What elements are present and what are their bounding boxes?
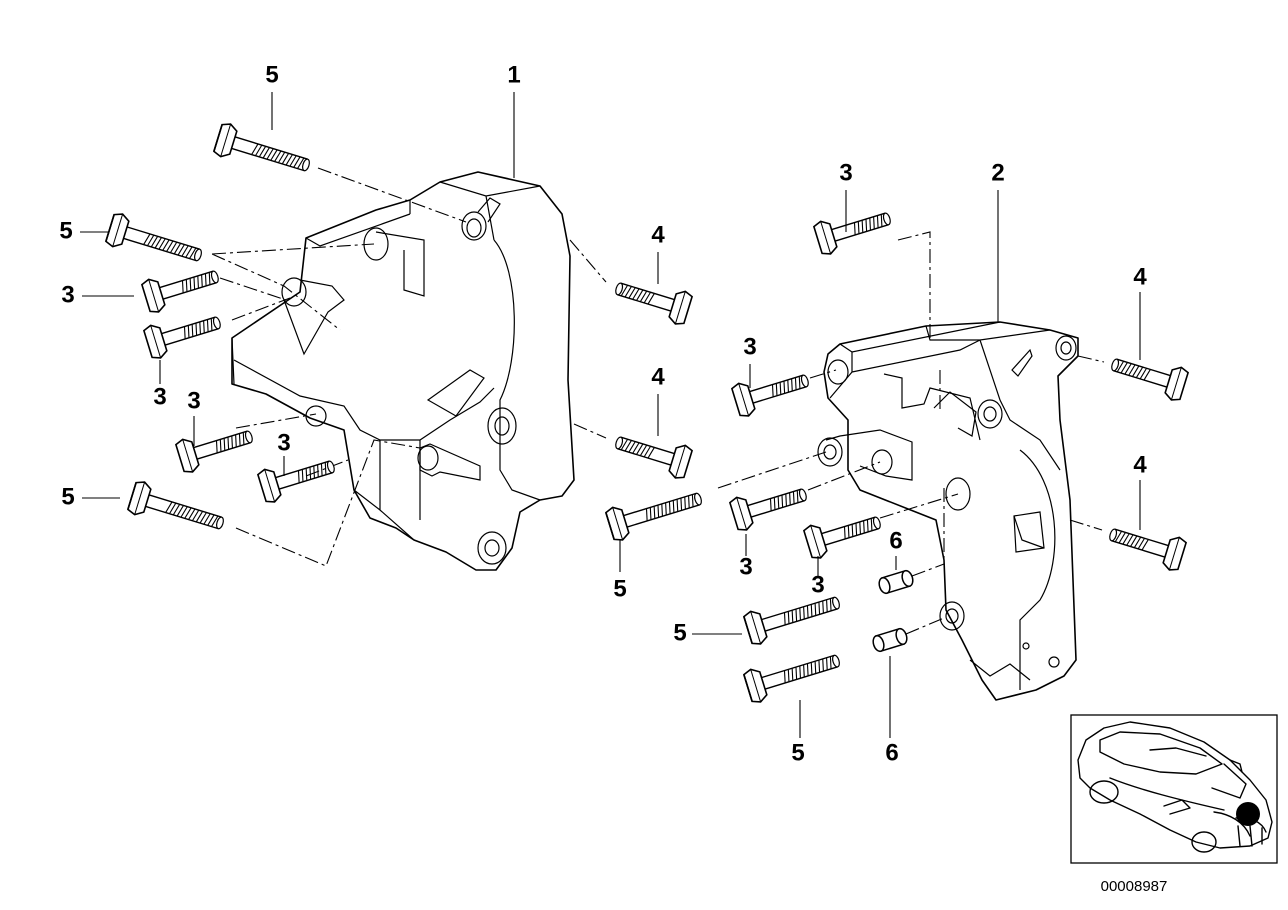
car-location-inset bbox=[1070, 714, 1278, 864]
callout-labels: 5 1 5 3 3 3 3 5 4 4 3 2 3 4 4 5 3 3 6 5 … bbox=[59, 61, 1147, 766]
callout-3: 3 bbox=[743, 333, 756, 360]
callout-6: 6 bbox=[889, 527, 902, 554]
drawing-number: 00008987 bbox=[1101, 878, 1168, 895]
location-marker bbox=[1236, 802, 1260, 826]
callout-3: 3 bbox=[153, 383, 166, 410]
callout-3: 3 bbox=[61, 281, 74, 308]
car-location-icon bbox=[1077, 721, 1273, 853]
leader-lines bbox=[80, 92, 1141, 738]
assembly-lines bbox=[211, 167, 1105, 635]
callout-2: 2 bbox=[991, 159, 1004, 186]
sleeve bbox=[870, 568, 916, 654]
callout-3: 3 bbox=[187, 387, 200, 414]
callout-3: 3 bbox=[839, 159, 852, 186]
callout-4: 4 bbox=[1133, 451, 1147, 478]
callout-3: 3 bbox=[811, 571, 824, 598]
callout-4: 4 bbox=[651, 363, 665, 390]
callout-5: 5 bbox=[791, 739, 804, 766]
callout-5: 5 bbox=[59, 217, 72, 244]
callout-4: 4 bbox=[1133, 263, 1147, 290]
callout-5: 5 bbox=[61, 483, 74, 510]
callout-3: 3 bbox=[739, 553, 752, 580]
callout-4: 4 bbox=[651, 221, 665, 248]
callout-5: 5 bbox=[673, 619, 686, 646]
bracket-left bbox=[231, 171, 575, 571]
callout-5: 5 bbox=[265, 61, 278, 88]
callout-5: 5 bbox=[613, 575, 626, 602]
callout-3: 3 bbox=[277, 429, 290, 456]
callout-6: 6 bbox=[885, 739, 898, 766]
callout-1: 1 bbox=[507, 61, 520, 88]
bracket-right bbox=[817, 321, 1079, 701]
